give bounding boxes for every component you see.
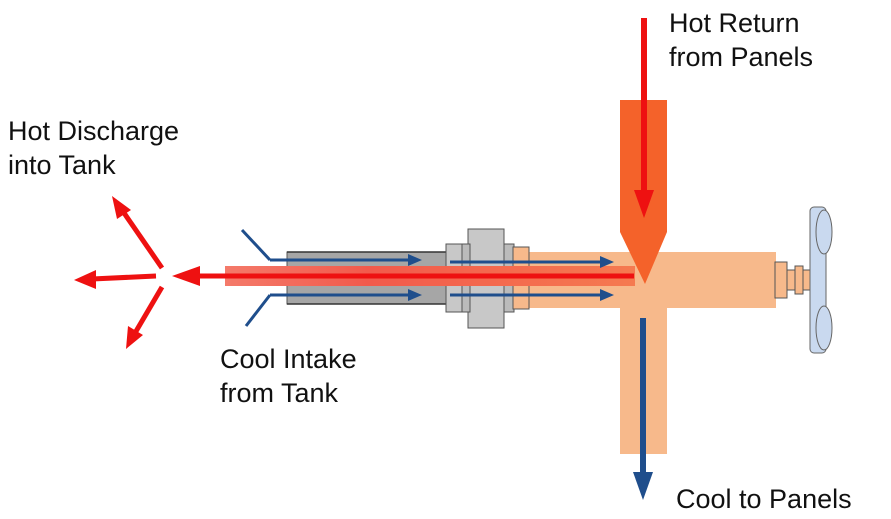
hot-discharge-arrowhead (172, 266, 200, 286)
cool-to-panels-label: Cool to Panels (676, 482, 852, 516)
valve-stem-base (774, 261, 788, 299)
cool-intake-upper-head (408, 254, 422, 266)
hot-return-line-2: from Panels (669, 42, 814, 72)
cool-intake-label: Cool Intake from Tank (220, 342, 357, 410)
dispersal-arrow-up (119, 208, 165, 270)
hot-discharge-line-2: into Tank (8, 150, 116, 180)
hot-discharge-label: Hot Discharge into Tank (8, 114, 179, 182)
valve-handle-lobe-bottom (815, 305, 833, 351)
dispersal-arrow-left (91, 273, 157, 282)
valve-stem-nut (794, 265, 804, 295)
cool-intake-upper-head-2 (600, 256, 614, 268)
hot-return-label: Hot Return from Panels (669, 6, 813, 74)
cool-intake-lower-arrow (244, 294, 272, 327)
hot-discharge-line-1: Hot Discharge (8, 116, 180, 146)
cool-to-panels-arrowhead (633, 472, 653, 500)
cool-intake-lower-head (408, 289, 422, 301)
hot-inlet-funnel (620, 232, 667, 284)
cool-intake-upper-arrow (240, 228, 272, 262)
dispersal-arrow-down (132, 285, 165, 335)
hot-return-line-1: Hot Return (669, 8, 800, 38)
cool-intake-line-1: Cool Intake (220, 344, 357, 374)
dispersal-arrowhead-left (74, 270, 96, 289)
valve-handle-lobe-top (815, 209, 833, 255)
dispersal-arrowhead-down (126, 326, 143, 349)
cool-to-panels-line-1: Cool to Panels (676, 484, 852, 514)
dispersal-arrowhead-up (112, 196, 131, 219)
cool-intake-line-2: from Tank (220, 378, 339, 408)
cool-intake-lower-head-2 (600, 289, 614, 301)
hot-return-arrowhead (634, 190, 654, 218)
